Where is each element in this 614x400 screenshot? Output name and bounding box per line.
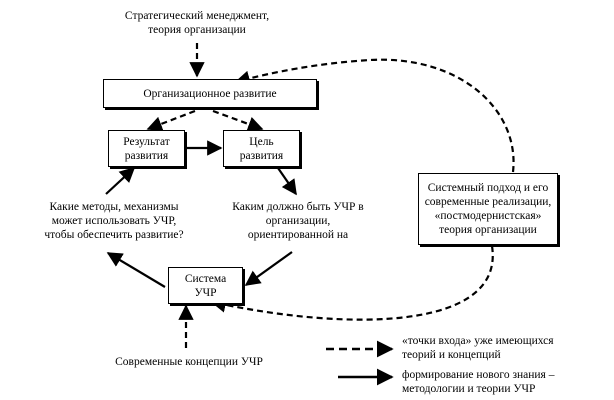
legend-solid-text: формирование нового знания – методологии… <box>402 368 607 396</box>
legend-solid-line-2: методологии и теории УЧР <box>402 383 536 395</box>
result-line-1: Результат <box>123 135 170 148</box>
result-box: Результат развития <box>108 130 185 167</box>
systems-line-1: Системный подход и его <box>427 182 549 194</box>
hrm-question-text: Каким должно быть УЧР в организации, ори… <box>216 200 380 242</box>
arrow-methods-to-result <box>105 166 136 195</box>
bottom-source-text: Современные концепции УЧР <box>96 355 282 369</box>
goal-box: Цель развития <box>223 130 300 167</box>
goal-line-1: Цель <box>249 135 274 148</box>
hrm-line-2: организации, <box>265 215 331 227</box>
bottom-source-label: Современные концепции УЧР <box>115 356 263 368</box>
arrow-hrm-question-to-system <box>244 251 293 286</box>
arrow-system-to-methods <box>106 252 166 288</box>
system-line-1: Система <box>184 272 227 285</box>
legend-solid-line-1: формирование нового знания – <box>402 369 555 381</box>
result-line-2: развития <box>124 149 169 162</box>
hrm-line-1: Каким должно быть УЧР в <box>232 201 364 213</box>
arrow-org-dev-to-result <box>146 109 196 132</box>
system-line-2: УЧР <box>194 286 217 299</box>
legend-dashed-text: «точки входа» уже имеющихся теорий и кон… <box>402 334 607 362</box>
methods-line-2: может использовать УЧР, <box>51 215 177 227</box>
systems-line-3: «постмодернистская» <box>434 210 542 222</box>
hrm-system-box: Система УЧР <box>168 267 243 304</box>
top-source-line-1: Стратегический менеджмент, <box>124 10 270 22</box>
methods-question-text: Какие методы, механизмы может использова… <box>24 200 204 242</box>
top-source-line-2: теория организации <box>148 24 246 36</box>
legend-dashed-line-2: теорий и концепций <box>402 349 501 361</box>
systems-line-2: современные реализации, <box>424 196 552 208</box>
legend-dashed-line-1: «точки входа» уже имеющихся <box>402 335 554 347</box>
methods-line-3: чтобы обеспечить развитие? <box>44 229 184 241</box>
goal-line-2: развития <box>239 149 284 162</box>
arrow-org-dev-to-goal <box>212 109 264 132</box>
hrm-line-3: ориентированной на <box>247 229 349 241</box>
systems-line-4: теория организации <box>439 224 537 236</box>
arrow-systems-approach-to-org-dev <box>234 58 515 173</box>
org-development-box: Организационное развитие <box>103 79 317 108</box>
methods-line-1: Какие методы, механизмы <box>49 201 179 213</box>
org-development-label: Организационное развитие <box>143 87 277 100</box>
arrow-systems-approach-to-system <box>210 245 494 321</box>
systems-approach-box: Системный подход и его современные реали… <box>418 173 558 245</box>
arrow-goal-to-hrm-question <box>277 167 297 196</box>
top-source-text: Стратегический менеджмент, теория органи… <box>100 9 294 37</box>
